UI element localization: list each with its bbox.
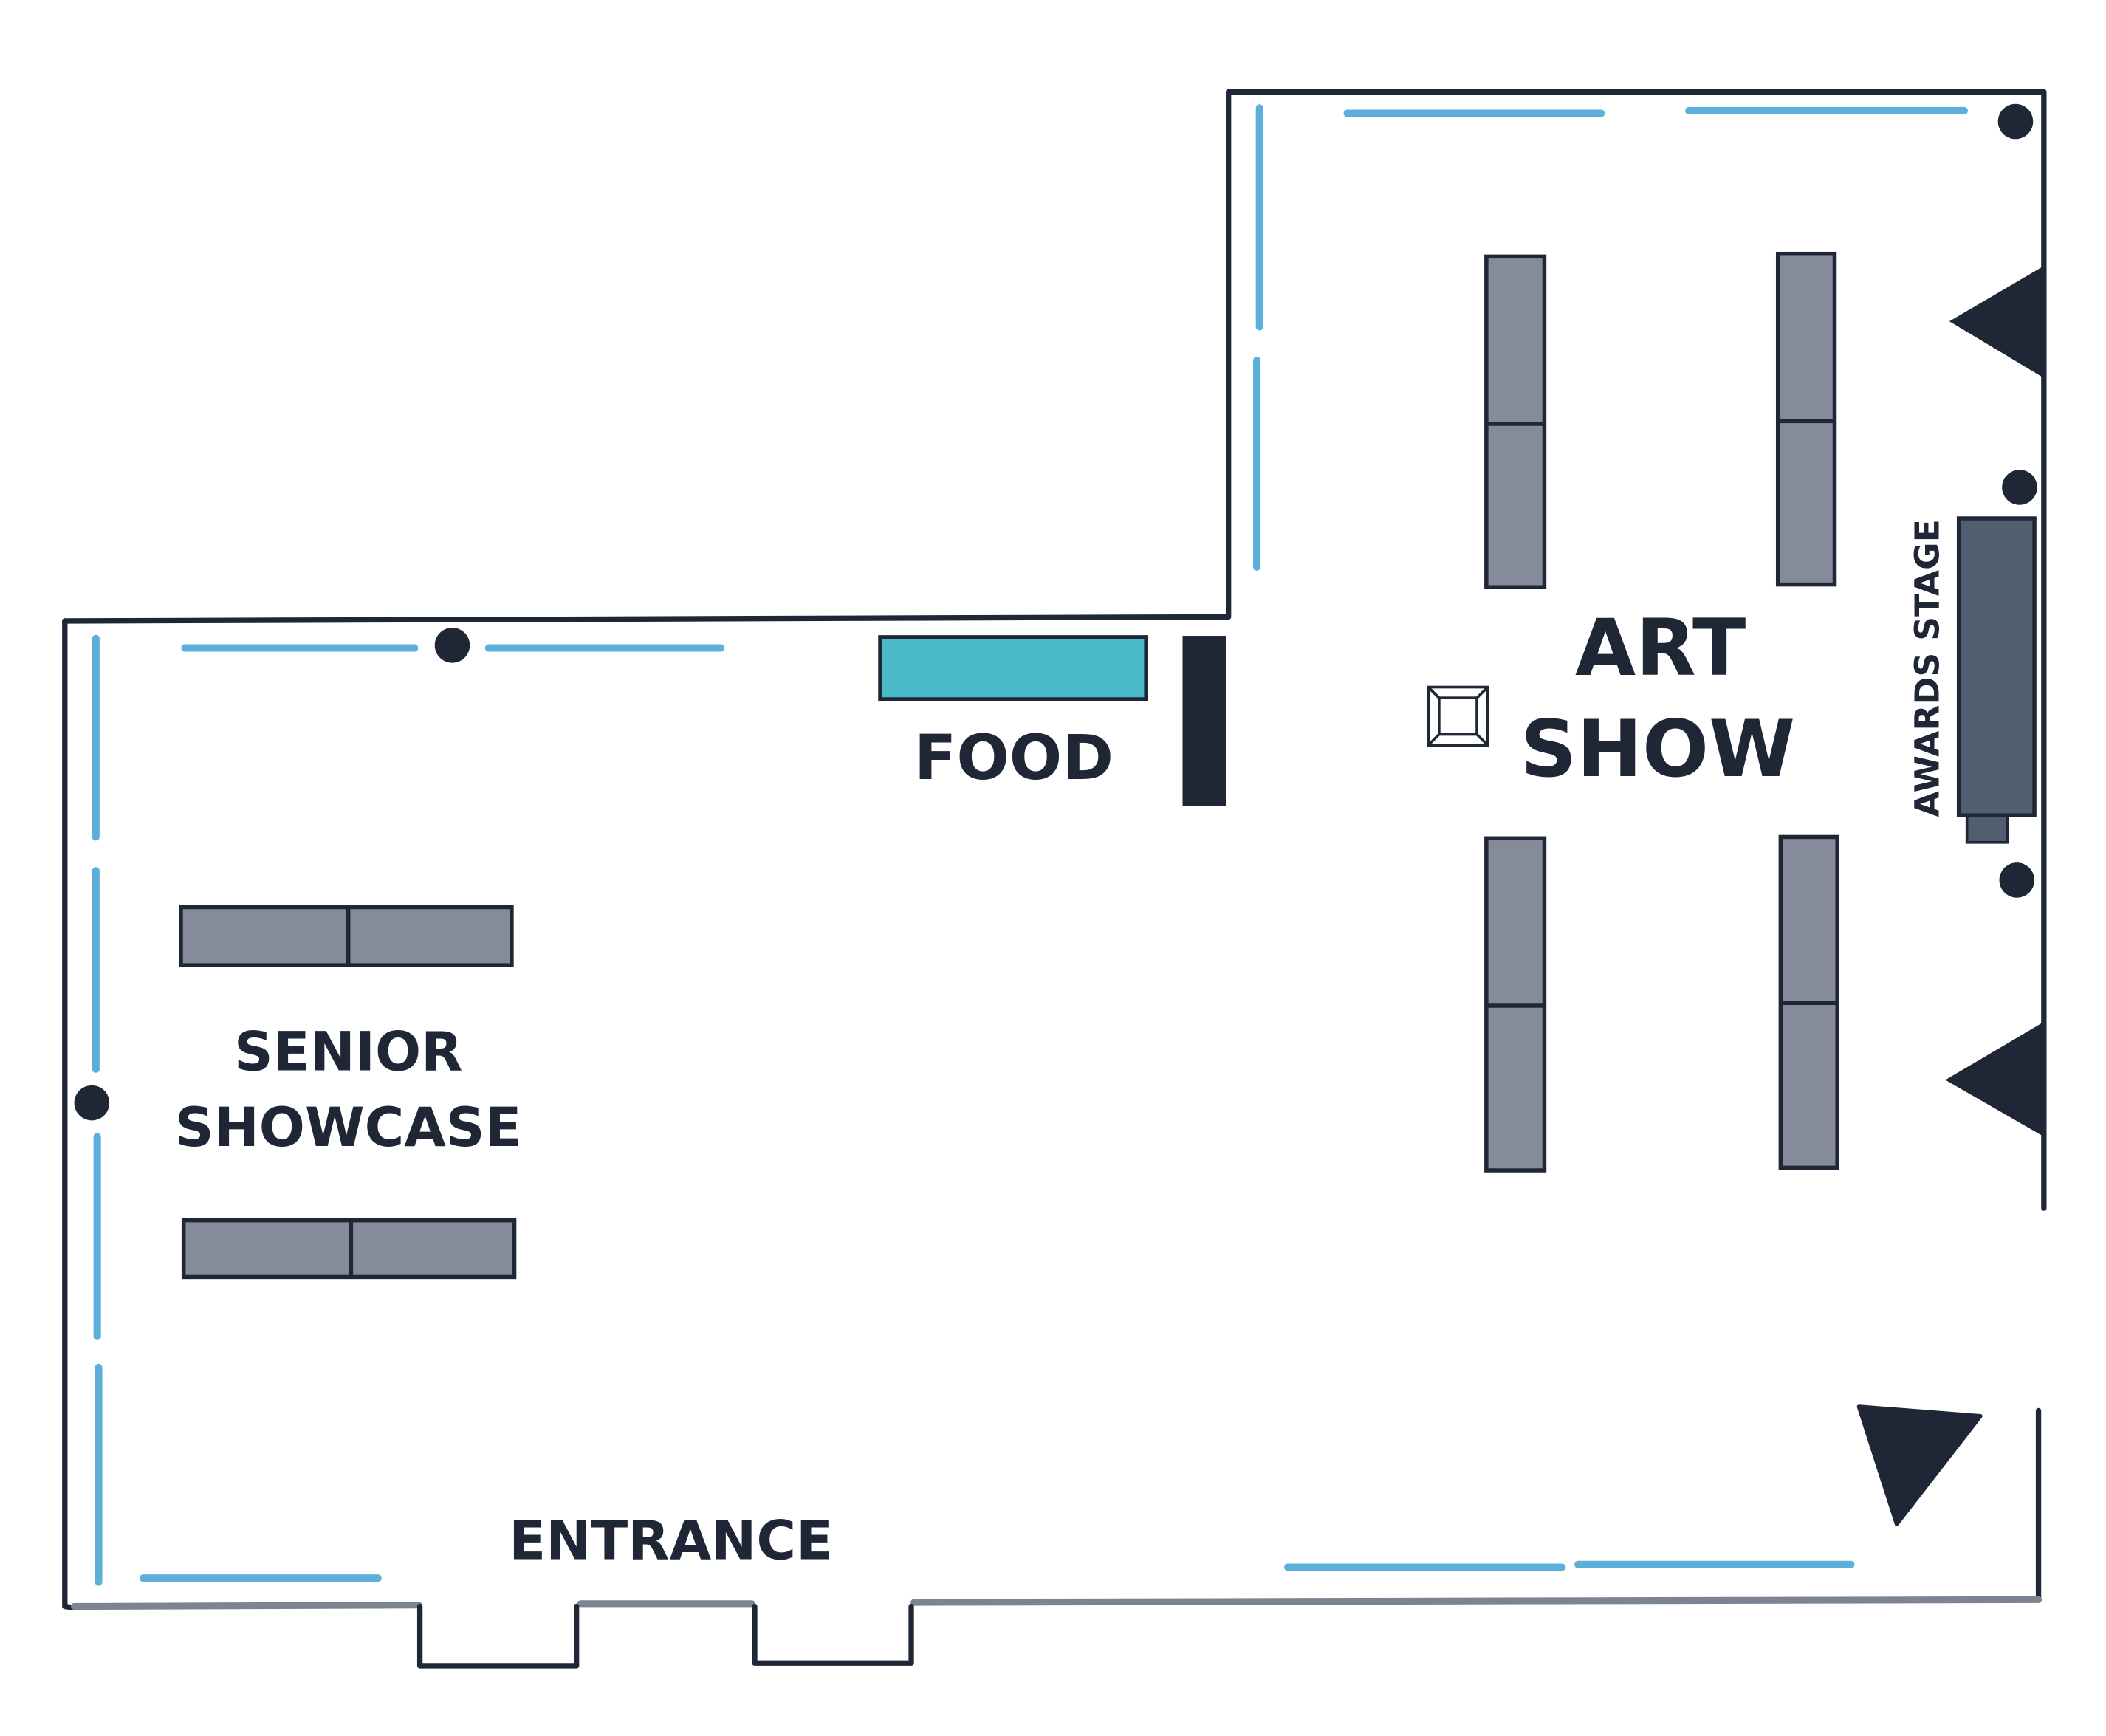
column (1999, 862, 2035, 898)
pedestal-icon (1427, 685, 1489, 747)
speaker-icon (1856, 1404, 1983, 1526)
table (179, 905, 514, 967)
outer-wall (62, 89, 2047, 1211)
art-show-label-line2: SHOW (1520, 704, 1795, 795)
partition-wall (1182, 636, 1227, 806)
entrance-label: ENTRANCE (509, 1510, 833, 1573)
entrance-door-right (752, 1603, 914, 1666)
awards-stage (1956, 516, 2037, 817)
art-show-tables (1484, 251, 1839, 1173)
speaker-icon (1945, 1021, 2044, 1137)
entrance-door-left (416, 1603, 580, 1669)
column (1997, 103, 2034, 140)
columns (74, 103, 2037, 1121)
bottom-wall-3 (910, 1596, 2042, 1606)
speaker-icon (1949, 266, 2044, 378)
column (2002, 470, 2037, 505)
food-table (878, 635, 1148, 701)
column (434, 628, 470, 663)
senior-showcase-tables (179, 905, 517, 1280)
food-label: FOOD (914, 721, 1114, 794)
column (74, 1085, 110, 1121)
art-show-label-line1: ART (1575, 603, 1746, 694)
awards-stage-label: AWARDS STAGE (1907, 519, 1946, 817)
senior-showcase-label-line2: SHOWCASE (175, 1097, 521, 1159)
left-wall (62, 618, 78, 1610)
walls (62, 89, 2047, 1669)
stage-steps (1965, 814, 2009, 844)
senior-showcase-label-line1: SENIOR (234, 1021, 462, 1084)
windows (92, 104, 1969, 1586)
bottom-wall-1 (71, 1602, 422, 1610)
